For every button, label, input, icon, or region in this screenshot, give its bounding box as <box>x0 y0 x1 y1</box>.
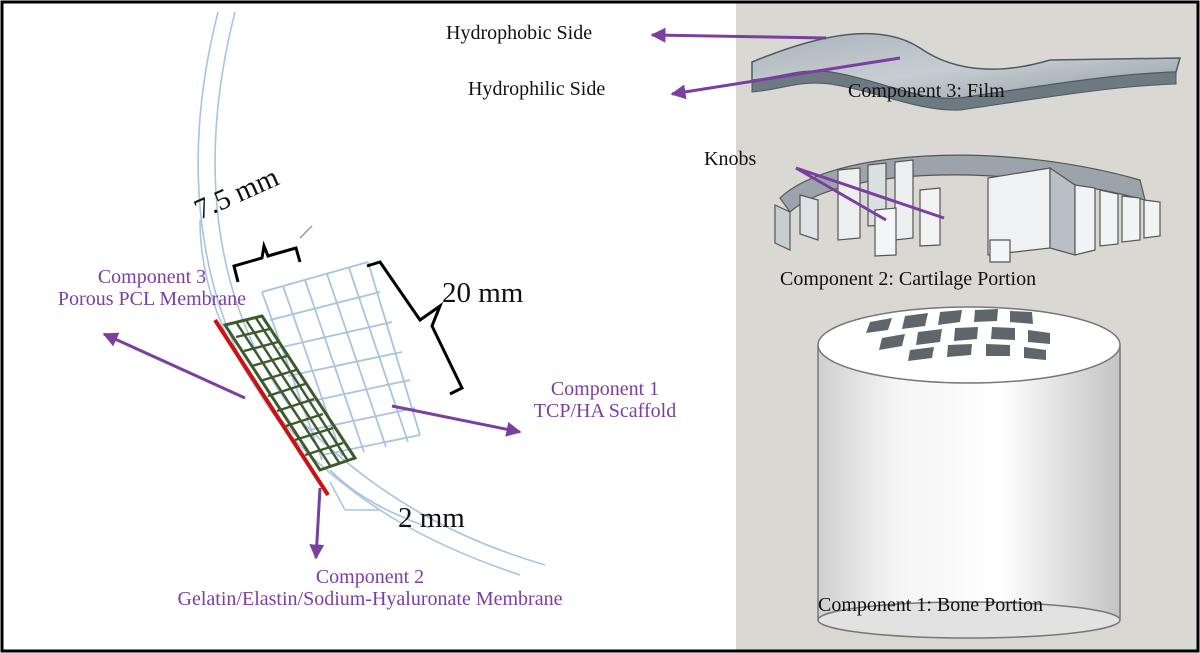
film-caption: Component 3: Film <box>848 80 1005 102</box>
brace-7-5mm <box>232 240 302 283</box>
component1-title: Component 1 <box>550 378 660 400</box>
contour-line <box>199 219 301 441</box>
bone-caption: Component 1: Bone Portion <box>818 594 1043 616</box>
top-pores <box>866 309 1050 361</box>
arrow-component3 <box>102 332 246 400</box>
film-component <box>751 32 1181 111</box>
thickness-mark-2mm <box>329 481 380 511</box>
arrow-hydrophilic <box>670 56 901 100</box>
arrow-knob-1 <box>795 166 887 222</box>
component1-label: Component 1 TCP/HA Scaffold <box>505 378 705 422</box>
bone-portion-cylinder <box>817 306 1121 639</box>
component2-label: Component 2 Gelatin/Elastin/Sodium-Hyalu… <box>110 566 630 610</box>
arrow-component2 <box>309 487 325 560</box>
pcl-membrane-line <box>213 318 330 497</box>
contour-line <box>197 11 521 576</box>
dim-label-2mm: 2 mm <box>398 502 465 534</box>
cartilage-caption: Component 2: Cartilage Portion <box>780 268 1037 290</box>
tick-mark <box>299 225 313 239</box>
component3-title: Component 3 <box>97 266 207 288</box>
gelatin-membrane-mesh <box>222 314 358 472</box>
component3-label: Component 3 Porous PCL Membrane <box>22 266 282 310</box>
component2-title: Component 2 <box>315 566 425 588</box>
hydrophilic-side-label: Hydrophilic Side <box>468 78 606 100</box>
arrow-hydrophobic <box>650 27 827 43</box>
cartilage-portion <box>774 154 1161 263</box>
dim-label-20mm: 20 mm <box>442 277 524 309</box>
contour-line <box>214 11 546 566</box>
knobs-label: Knobs <box>704 148 757 170</box>
arrow-component1 <box>391 404 522 437</box>
component3-material: Porous PCL Membrane <box>57 288 247 310</box>
component1-material: TCP/HA Scaffold <box>533 400 677 422</box>
brace-20mm <box>366 260 464 396</box>
component2-material: Gelatin/Elastin/Sodium-Hyaluronate Membr… <box>177 588 563 610</box>
contour-line <box>329 469 431 529</box>
hydrophobic-side-label: Hydrophobic Side <box>446 22 593 44</box>
arrow-knob-2 <box>795 166 945 220</box>
